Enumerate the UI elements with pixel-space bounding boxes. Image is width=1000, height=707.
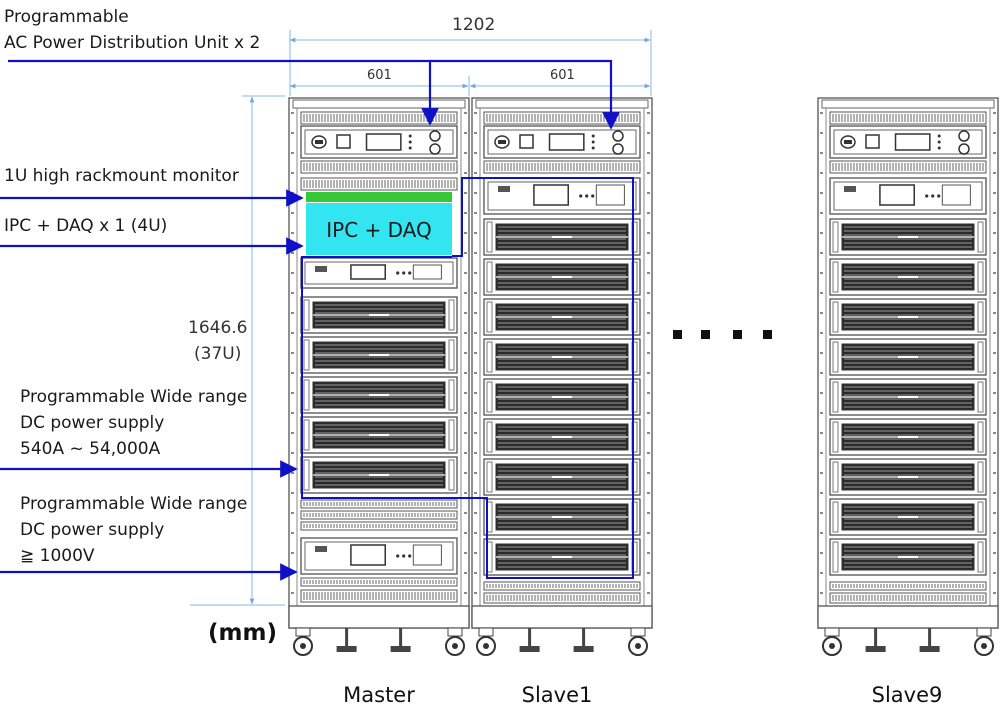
dc-wide-label-line3: 540A ~ 54,000A (20, 439, 161, 459)
master-width-dim: 601 (367, 68, 392, 83)
ac-pdu-unit (300, 125, 458, 159)
dc-power-supply-unit (829, 258, 987, 296)
dc-power-supply-unit (483, 458, 641, 496)
dc-power-supply-unit (300, 456, 458, 494)
dc-wide-label-line1: Programmable Wide range (20, 387, 248, 407)
more-racks-ellipsis (673, 330, 772, 339)
dc-power-supply-unit (829, 498, 987, 536)
dc-power-supply-unit (483, 258, 641, 296)
dc-power-supply-unit (483, 538, 641, 576)
ac-pdu-label-line2: AC Power Distribution Unit x 2 (4, 33, 261, 53)
dc-power-supply-unit (829, 418, 987, 456)
rack-name-master: Master (343, 683, 415, 707)
dc-power-supply-unit (483, 418, 641, 456)
control-unit (483, 177, 641, 215)
slave1-width-dim: 601 (550, 68, 575, 83)
height-dim-units: (37U) (194, 344, 242, 364)
dc-power-supply-unit (483, 498, 641, 536)
dc-power-supply-unit (300, 416, 458, 454)
dc-power-supply-unit (300, 376, 458, 414)
dc-power-supply-unit (300, 336, 458, 374)
dc-wide-label-line2: DC power supply (20, 413, 165, 433)
ipc-block-label: IPC + DAQ (326, 218, 432, 242)
dimension-lines (190, 30, 652, 606)
ac-pdu-label-line1: Programmable (4, 7, 129, 27)
unit-label: (mm) (208, 620, 277, 646)
dc-power-supply-unit (829, 298, 987, 336)
rack-slave1 (471, 97, 653, 656)
monitor-band (306, 192, 452, 202)
rack-name-slave1: Slave1 (521, 683, 593, 707)
rack-slave9 (817, 97, 999, 656)
dc-power-supply-unit (829, 218, 987, 256)
total-width-dim: 1202 (452, 15, 496, 35)
dc-power-supply-unit (829, 338, 987, 376)
dc-power-supply-unit (483, 298, 641, 336)
control-unit (300, 537, 458, 575)
control-unit (829, 177, 987, 215)
annotation-arrows (0, 59, 620, 581)
height-dim-value: 1646.6 (188, 318, 248, 338)
dc-power-supply-unit (829, 458, 987, 496)
dc-power-supply-unit (483, 378, 641, 416)
dc-hv-label-line1: Programmable Wide range (20, 494, 248, 514)
ac-pdu-unit (483, 125, 641, 159)
rack-master (288, 97, 470, 656)
control-unit (300, 257, 458, 289)
ac-pdu-unit (829, 125, 987, 159)
dc-power-supply-unit (829, 538, 987, 576)
dc-power-supply-unit (483, 338, 641, 376)
ipc-daq-label: IPC + DAQ x 1 (4U) (4, 216, 168, 236)
monitor-label: 1U high rackmount monitor (4, 166, 239, 186)
dc-power-supply-unit (829, 378, 987, 416)
ipc-daq-block (306, 203, 452, 255)
dc-hv-label-line2: DC power supply (20, 520, 165, 540)
rack-name-slave9: Slave9 (871, 683, 943, 707)
dc-power-supply-unit (483, 218, 641, 256)
dc-power-supply-unit (300, 296, 458, 334)
dc-hv-label-line3: ≧ 1000V (20, 546, 95, 566)
dc-group-outline (301, 177, 634, 579)
